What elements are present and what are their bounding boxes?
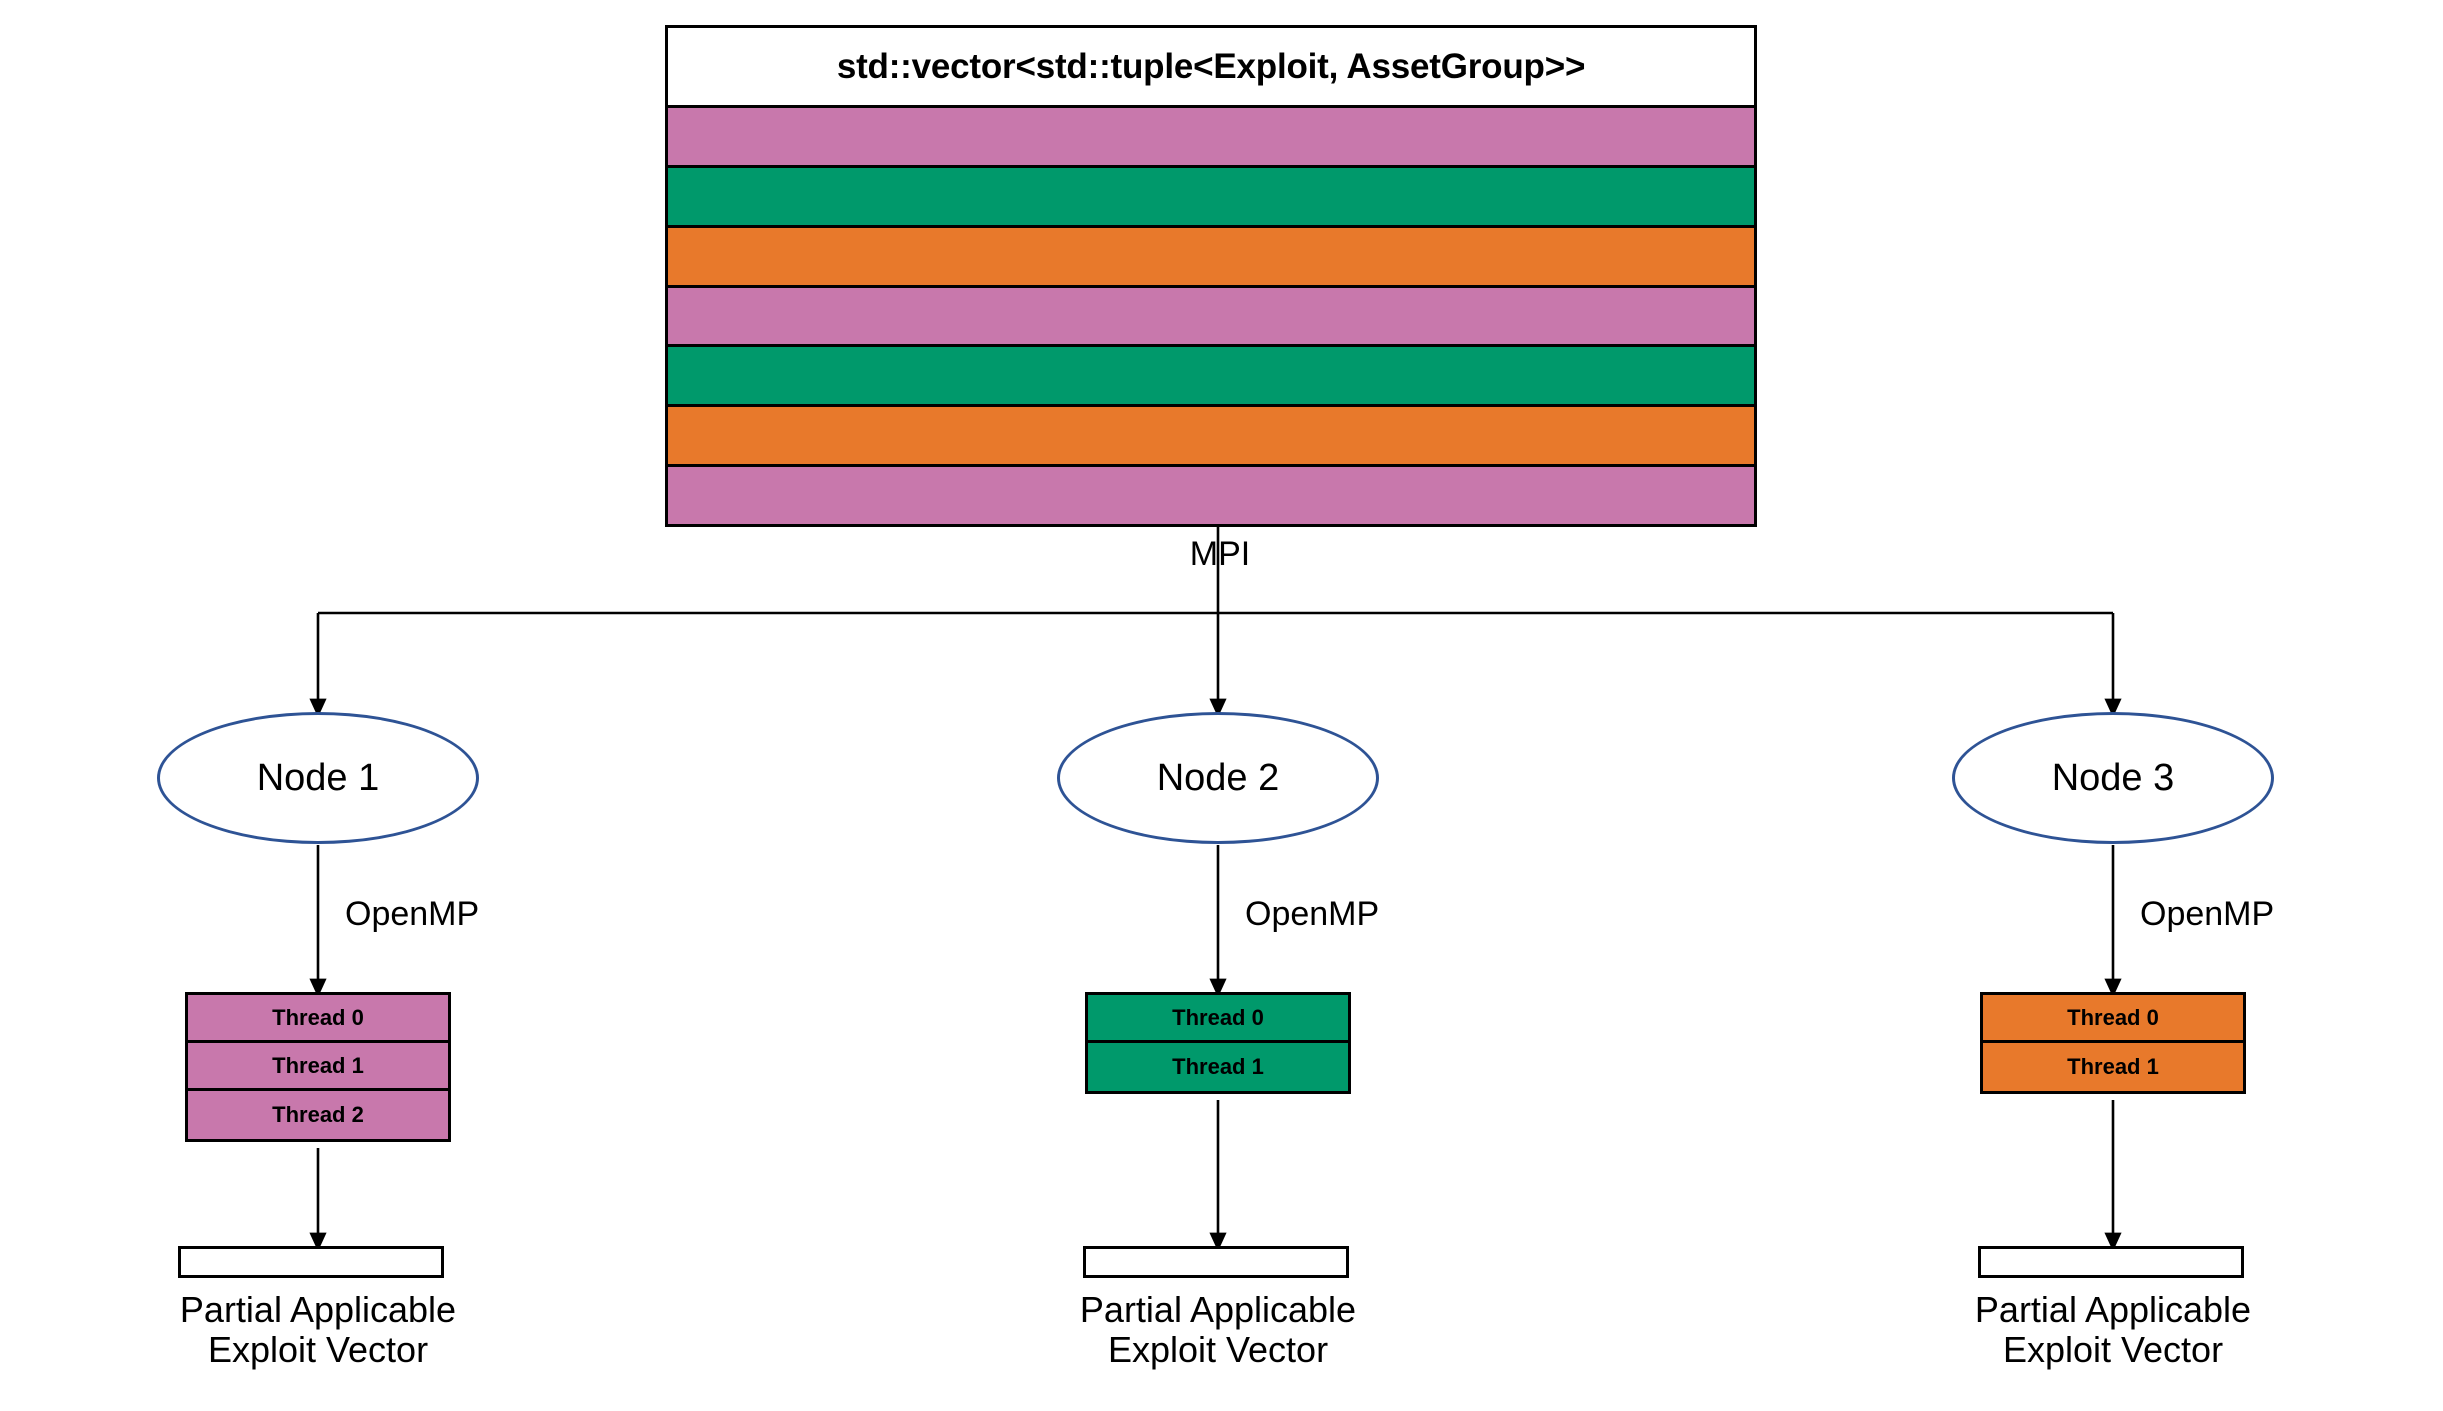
output-caption-node-1: Partial Applicable Exploit Vector [108,1289,528,1371]
thread-cell: Thread 1 [1983,1043,2243,1091]
vector-band-list [668,105,1754,525]
output-caption-line-1: Partial Applicable [1079,1289,1357,1330]
output-caption-line-1: Partial Applicable [179,1289,457,1330]
output-caption-node-2: Partial Applicable Exploit Vector [1008,1289,1428,1371]
openmp-label-node-1: OpenMP [345,895,480,933]
vector-band [668,167,1754,228]
vector-band [668,347,1754,408]
openmp-label-node-2: OpenMP [1245,895,1380,933]
node-label: Node 2 [1156,756,1280,799]
output-box-node-2 [1083,1246,1349,1278]
vector-band [668,467,1754,525]
node-label: Node 1 [256,756,380,799]
vector-band [668,227,1754,288]
node-ellipse-node-3[interactable]: Node 3 [1952,712,2274,844]
thread-cell: Thread 1 [1088,1043,1348,1091]
output-caption-line-2: Exploit Vector [2002,1329,2224,1371]
exploit-vector-container: std::vector<std::tuple<Exploit, AssetGro… [665,25,1757,527]
thread-cell: Thread 0 [188,995,448,1043]
node-ellipse-node-2[interactable]: Node 2 [1057,712,1379,844]
node-label: Node 3 [2051,756,2175,799]
output-caption-line-2: Exploit Vector [1107,1329,1329,1371]
output-caption-node-3: Partial Applicable Exploit Vector [1903,1289,2323,1371]
thread-cell: Thread 0 [1088,995,1348,1043]
output-caption-line-1: Partial Applicable [1974,1289,2252,1330]
output-box-node-1 [178,1246,444,1278]
output-caption-line-2: Exploit Vector [207,1329,429,1371]
node-ellipse-node-1[interactable]: Node 1 [157,712,479,844]
vector-band [668,407,1754,468]
thread-cell: Thread 0 [1983,995,2243,1043]
mpi-label: MPI [1189,535,1251,573]
thread-cell: Thread 2 [188,1091,448,1139]
vector-type-title: std::vector<std::tuple<Exploit, AssetGro… [668,28,1754,105]
thread-cell: Thread 1 [188,1043,448,1091]
output-box-node-3 [1978,1246,2244,1278]
vector-band [668,287,1754,348]
openmp-label-node-3: OpenMP [2140,895,2275,933]
vector-band [668,108,1754,168]
